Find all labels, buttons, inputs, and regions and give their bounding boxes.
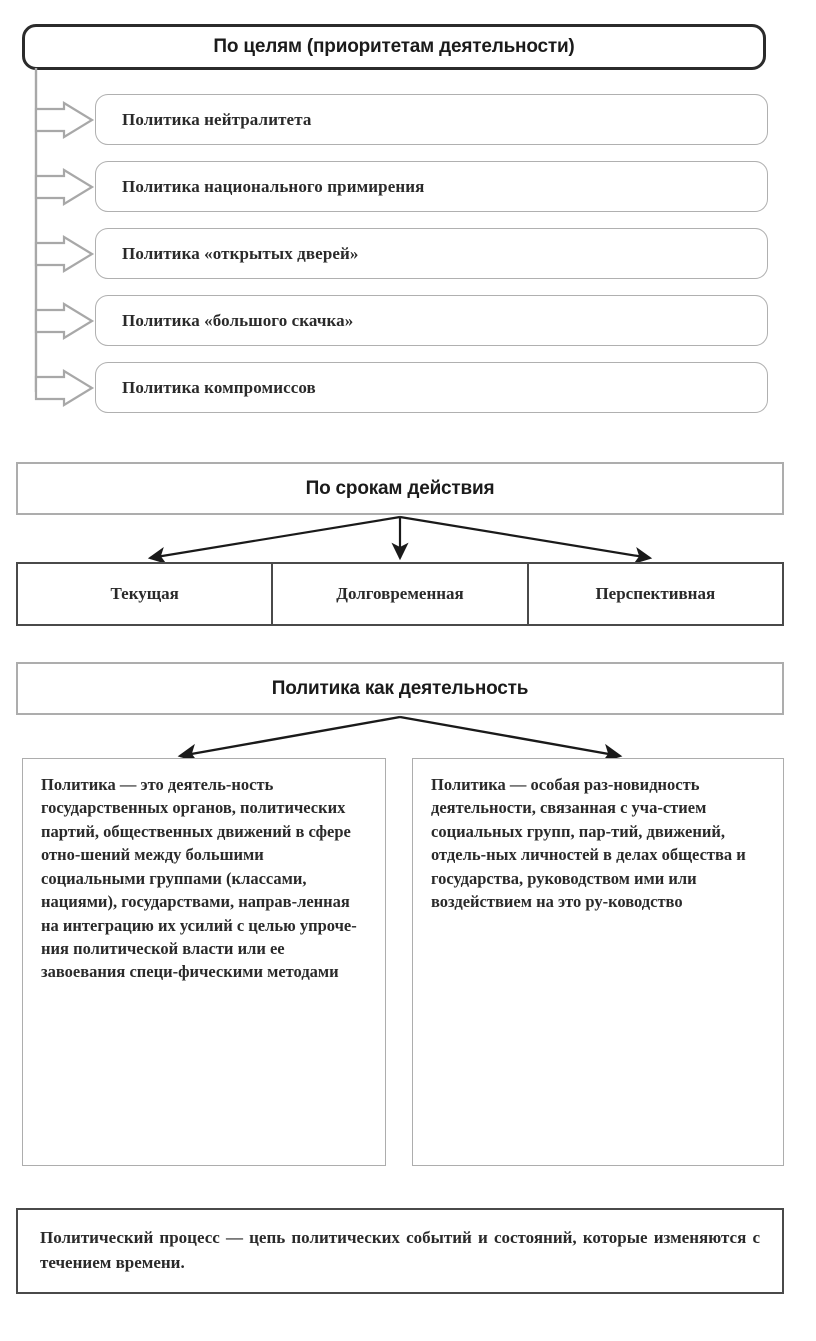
table-cell: Текущая	[18, 564, 274, 624]
goals-section: По целям (приоритетам деятельности) Поли…	[0, 0, 816, 420]
list-item-label: Политика национального примирения	[122, 176, 425, 196]
definition-text: — это деятель-ность государственных орга…	[41, 775, 357, 982]
list-item: Политика нейтралитета	[95, 94, 768, 145]
list-item-label: Политика компромиссов	[122, 377, 316, 397]
list-item-label: Политика «большого скачка»	[122, 310, 354, 330]
terms-header-box: По срокам действия	[16, 462, 784, 515]
process-paragraph: Политический процесс — цепь политических…	[40, 1226, 760, 1275]
terms-table: Текущая Долговременная Перспективная	[16, 562, 784, 626]
definition-card: Политика — особая раз-новидность деятель…	[412, 758, 784, 1166]
list-item-label: Политика нейтралитета	[122, 109, 312, 129]
terms-section: По срокам действия Текущая Долговременна…	[0, 462, 816, 632]
table-cell: Перспективная	[529, 564, 782, 624]
process-text: — цепь политических событий и состояний,…	[40, 1228, 760, 1272]
goals-item-list: Политика нейтралитета Политика националь…	[95, 94, 768, 429]
process-statement-box: Политический процесс — цепь политических…	[16, 1208, 784, 1294]
list-item: Политика «большого скачка»	[95, 295, 768, 346]
definition-term: Политика	[41, 775, 116, 794]
activity-header-box: Политика как деятельность	[16, 662, 784, 715]
definition-card: Политика — это деятель-ность государстве…	[22, 758, 386, 1166]
activity-section: Политика как деятельность Политика — это…	[0, 662, 816, 1172]
table-cell: Долговременная	[273, 564, 529, 624]
terms-header-label: По срокам действия	[305, 477, 495, 499]
goals-header-box: По целям (приоритетам деятельности)	[22, 24, 766, 70]
table-cell-label: Долговременная	[336, 584, 464, 603]
list-item-label: Политика «открытых дверей»	[122, 243, 359, 263]
activity-header-label: Политика как деятельность	[271, 677, 529, 699]
table-cell-label: Текущая	[110, 584, 179, 603]
list-item: Политика компромиссов	[95, 362, 768, 413]
goals-header-label: По целям (приоритетам деятельности)	[213, 36, 575, 57]
definition-term: Политика	[431, 775, 506, 794]
table-cell-label: Перспективная	[595, 584, 716, 603]
definition-text: — особая раз-новидность деятельности, св…	[431, 775, 746, 912]
list-item: Политика «открытых дверей»	[95, 228, 768, 279]
process-term: Политический процесс	[40, 1228, 220, 1248]
list-item: Политика национального примирения	[95, 161, 768, 212]
definition-paragraph: Политика — особая раз-новидность деятель…	[431, 773, 767, 914]
definition-paragraph: Политика — это деятель-ность государстве…	[41, 773, 369, 984]
